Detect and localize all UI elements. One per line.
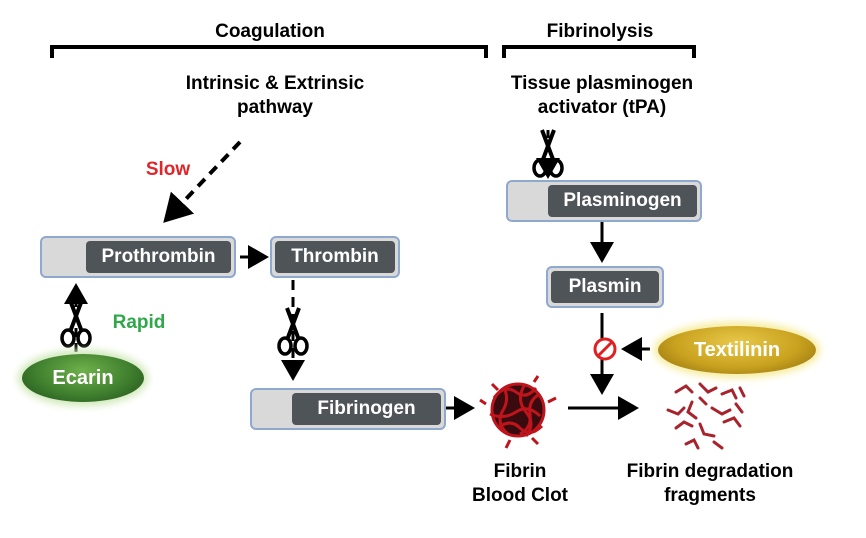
coagulation-title: Coagulation [215, 21, 325, 42]
plasmin-box: Plasmin [546, 266, 664, 308]
slow-arrow [163, 140, 242, 223]
inhibit-icon [593, 337, 617, 361]
blood-clot-icon [479, 375, 557, 449]
fibrin-fragments-icon [666, 382, 746, 450]
tpa-label: Tissue plasminogen activator (tPA) [510, 73, 694, 118]
ecarin-oval: Ecarin [22, 354, 144, 402]
fibrinogen-label: Fibrinogen [292, 393, 441, 425]
slow-label: Slow [145, 159, 191, 180]
clot-label: Fibrin Blood Clot [471, 461, 569, 506]
pathway-label: Intrinsic & Extrinsic pathway [185, 73, 365, 118]
plasminogen-label: Plasminogen [548, 185, 697, 217]
textilinin-oval: Textilinin [658, 326, 816, 374]
thrombin-label: Thrombin [275, 241, 395, 273]
thrombin-box: Thrombin [270, 236, 400, 278]
fibrinolysis-bracket [502, 45, 696, 58]
rapid-label: Rapid [112, 312, 166, 333]
plasminogen-box: Plasminogen [506, 180, 702, 222]
fibrinogen-box: Fibrinogen [250, 388, 446, 430]
prothrombin-box: Prothrombin [40, 236, 236, 278]
prothrombin-label: Prothrombin [86, 241, 231, 273]
coagulation-bracket [50, 45, 488, 58]
fibrinolysis-title: Fibrinolysis [546, 21, 654, 42]
fragments-label: Fibrin degradation fragments [626, 461, 794, 506]
plasmin-label: Plasmin [551, 271, 659, 303]
